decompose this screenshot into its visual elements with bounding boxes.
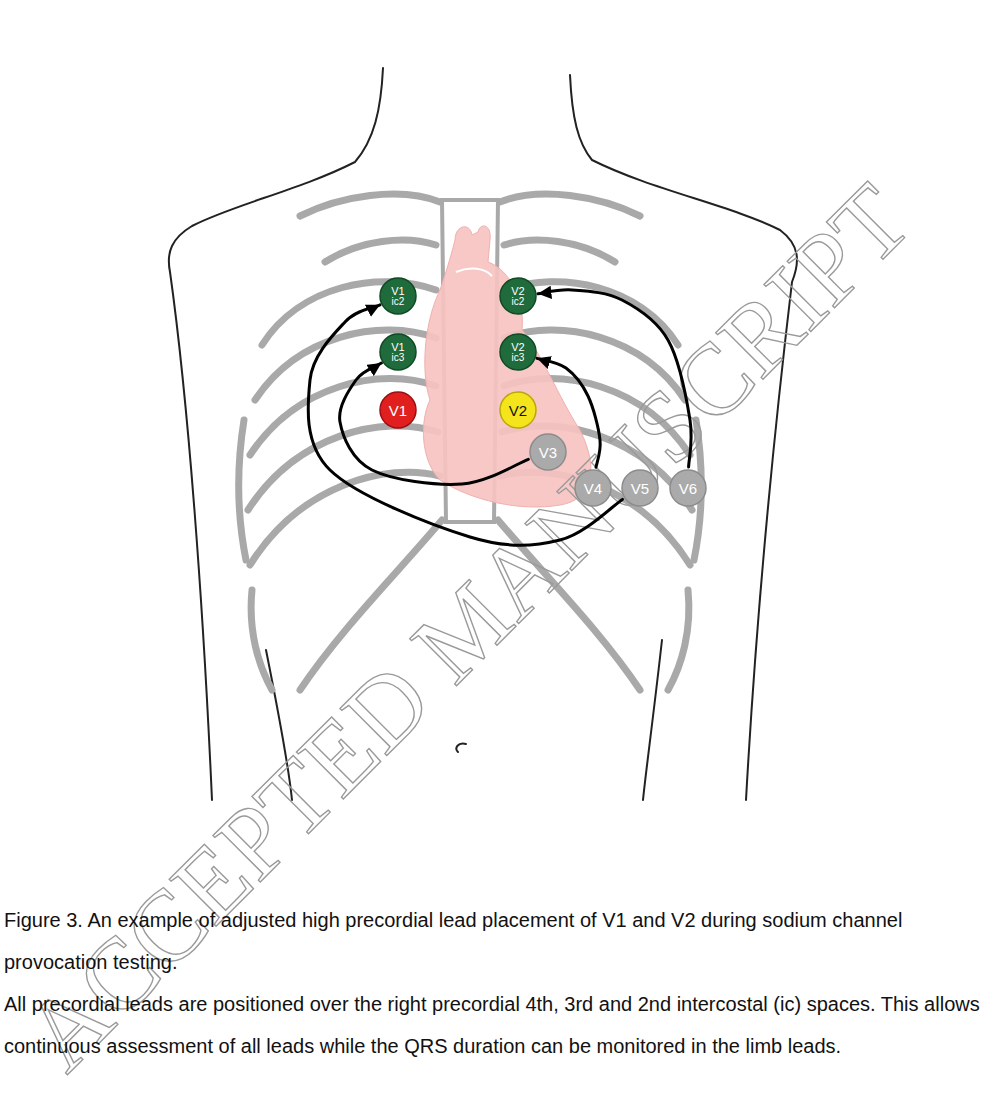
- electrode-circle: V2ic2: [499, 277, 537, 315]
- lead-name: V1: [391, 342, 404, 353]
- lead-name: V6: [679, 481, 697, 496]
- relocation-arrow: [340, 363, 529, 484]
- caption-note: All precordial leads are positioned over…: [4, 983, 1002, 1067]
- rib-cage: [239, 194, 701, 690]
- intercostal-label: ic2: [392, 297, 405, 307]
- lead-name: V1: [389, 403, 407, 418]
- electrode-circle: V2: [499, 391, 537, 429]
- electrode-circle: V1ic3: [379, 333, 417, 371]
- lead-name: V2: [509, 403, 527, 418]
- electrode-text: V1ic3: [379, 333, 417, 371]
- lead-name: V5: [631, 481, 649, 496]
- lead-name: V3: [539, 445, 557, 460]
- electrode-circle: V1ic2: [379, 277, 417, 315]
- lead-name: V2: [511, 342, 524, 353]
- electrode-text: V2ic2: [499, 277, 537, 315]
- electrode-circle: V3: [529, 433, 567, 471]
- intercostal-label: ic3: [512, 353, 525, 363]
- aortic-arch-line: [456, 269, 492, 276]
- lead-name: V2: [511, 286, 524, 297]
- electrode-circle: V5: [621, 469, 659, 507]
- lead-name: V1: [391, 286, 404, 297]
- electrode-circle: V6: [669, 469, 707, 507]
- electrode-text: V1: [379, 391, 417, 429]
- intercostal-label: ic2: [512, 297, 525, 307]
- relocation-arrow: [308, 305, 622, 545]
- electrode-text: V6: [669, 469, 707, 507]
- figure-caption: Figure 3. An example of adjusted high pr…: [4, 899, 1002, 983]
- electrode-circle: V1: [379, 391, 417, 429]
- electrode-text: V2ic3: [499, 333, 537, 371]
- electrode-circle: V4: [574, 469, 612, 507]
- electrode-text: V4: [574, 469, 612, 507]
- electrode-text: V3: [529, 433, 567, 471]
- electrode-circle: V2ic3: [499, 333, 537, 371]
- electrode-text: V1ic2: [379, 277, 417, 315]
- intercostal-label: ic3: [392, 353, 405, 363]
- body-outline: [169, 68, 797, 800]
- electrode-text: V5: [621, 469, 659, 507]
- electrode-text: V2: [499, 391, 537, 429]
- lead-name: V4: [584, 481, 602, 496]
- relocation-arrow: [537, 358, 600, 467]
